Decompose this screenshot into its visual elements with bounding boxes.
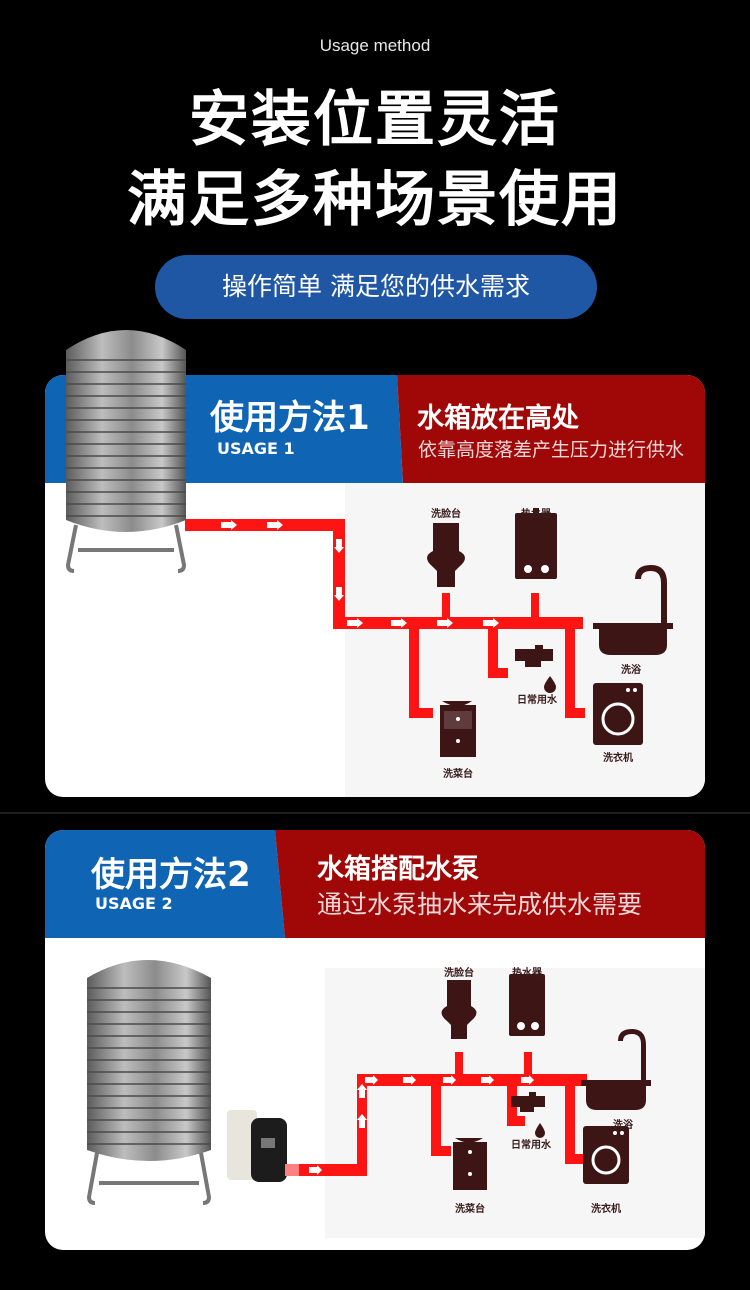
section-divider: [0, 812, 750, 814]
label-vegetable-sink: 洗菜台: [443, 769, 473, 780]
usage-right-title: 水箱搭配水泵: [317, 854, 479, 885]
washbasin-icon: [427, 523, 465, 587]
usage-title: 使用方法2: [91, 855, 251, 895]
shower-icon: [618, 1029, 646, 1080]
label-washbasin: 洗脸台: [444, 968, 474, 979]
header-bands: [45, 830, 705, 938]
usage-right-subtitle: 通过水泵抽水来完成供水需要: [317, 890, 643, 919]
water-pump-icon: [227, 1110, 287, 1182]
bathtub-icon: [581, 1080, 651, 1110]
fixture-icons: [427, 508, 673, 757]
label-washing-machine: 洗衣机: [591, 1204, 621, 1215]
usage-card-1: 使用方法1 USAGE 1 水箱放在高处 依靠高度落差产生压力进行供水: [45, 375, 705, 797]
tank-legs: [65, 524, 187, 573]
pipe-diagram-svg: [185, 483, 705, 797]
label-water-heater: 热水器: [512, 968, 542, 979]
headline-line-2: 满足多种场景使用: [127, 165, 623, 235]
flow-arrows: [309, 1075, 534, 1175]
water-heater-icon: [515, 513, 557, 579]
plumbing-diagram: 洗脸台 热水器 洗浴 日常用水 洗衣机 洗菜台: [45, 938, 705, 1250]
water-heater-icon: [509, 974, 545, 1036]
header-red-band: [275, 830, 705, 938]
label-daily-water: 日常用水: [517, 695, 557, 706]
usage-card-2: 使用方法2 USAGE 2 水箱搭配水泵 通过水泵抽水来完成供水需要: [45, 830, 705, 1250]
faucet-icon: [515, 645, 553, 667]
usage-right-subtitle: 依靠高度落差产生压力进行供水: [418, 439, 685, 461]
label-vegetable-sink: 洗菜台: [455, 1204, 485, 1215]
flow-arrows: [221, 520, 499, 628]
label-washing-machine: 洗衣机: [603, 753, 633, 764]
header-blue-band: [45, 830, 285, 938]
sink-bowl-icon: [442, 701, 472, 706]
washing-machine-icon: [583, 1126, 629, 1184]
bathtub-icon: [593, 623, 673, 655]
cabinet-icon: [453, 1142, 487, 1190]
fixture-icons: [441, 974, 651, 1190]
headline-line-1: 安装位置灵活: [189, 85, 561, 155]
water-drop-icon: [535, 1123, 545, 1138]
cabinet-icon: [440, 705, 476, 757]
plumbing-diagram: 洗脸台 热水器 洗浴 日常用水 洗衣机 洗菜台: [45, 483, 705, 797]
usage-subtitle: USAGE 2: [95, 894, 173, 913]
usage-right-title: 水箱放在高处: [417, 403, 579, 434]
sink-bowl-icon: [455, 1138, 483, 1143]
shower-icon: [635, 565, 667, 623]
section-subtitle: Usage method: [319, 36, 431, 55]
usage-title: 使用方法1: [210, 398, 370, 438]
faucet-icon: [511, 1092, 545, 1112]
water-drop-icon: [544, 676, 556, 693]
usage-subtitle: USAGE 1: [217, 439, 295, 458]
washing-machine-icon: [593, 683, 643, 745]
tagline-pill: 操作简单 满足您的供水需求: [155, 255, 597, 319]
water-tank-1: [65, 330, 187, 573]
pipe-diagram-svg: [86, 960, 705, 1238]
label-water-heater: 热水器: [521, 509, 551, 520]
label-bath: 洗浴: [613, 1120, 633, 1131]
header-red-band: [397, 375, 705, 483]
label-daily-water: 日常用水: [511, 1140, 551, 1151]
label-washbasin: 洗脸台: [431, 509, 461, 520]
label-bath: 洗浴: [621, 665, 641, 676]
usage-header: 使用方法2 USAGE 2 水箱搭配水泵 通过水泵抽水来完成供水需要: [45, 830, 705, 938]
water-tank-2: [86, 960, 212, 1205]
washbasin-icon: [441, 980, 477, 1039]
tank-ribs: [66, 359, 186, 517]
